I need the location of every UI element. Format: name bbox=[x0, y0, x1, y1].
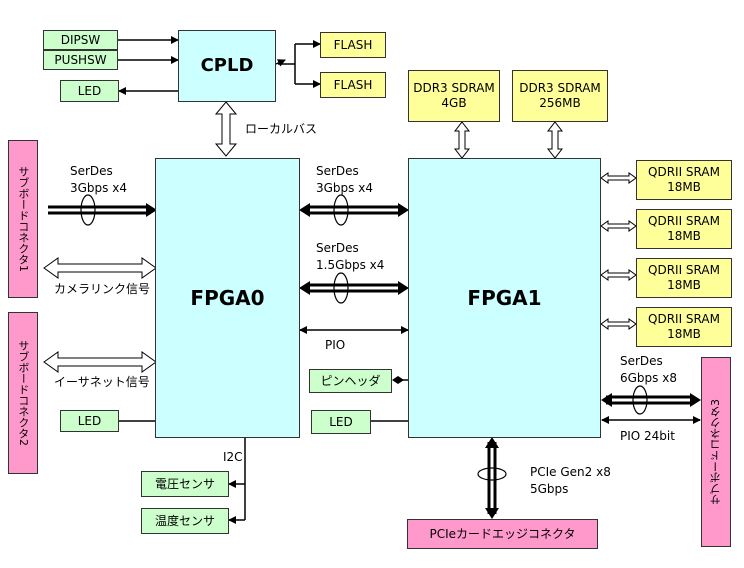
qdrii-sram-block-1: QDRII SRAM 18MB bbox=[636, 160, 732, 200]
qdrii-sram-block-4: QDRII SRAM 18MB bbox=[636, 307, 732, 347]
flash-block-1: FLASH bbox=[320, 32, 386, 58]
voltage-sensor-block: 電圧センサ bbox=[141, 471, 229, 497]
local-bus-label: ローカルバス bbox=[245, 122, 318, 136]
cpld-block: CPLD bbox=[178, 30, 276, 102]
qdrii-sram-block-2: QDRII SRAM 18MB bbox=[636, 209, 732, 249]
sub-board-connector-3: サブボードコネクタ3 bbox=[701, 357, 731, 547]
ddr3-256mb-block: DDR3 SDRAM 256MB bbox=[512, 70, 608, 122]
sub-board-connector-2: サブボードコネクタ2 bbox=[8, 312, 38, 474]
ddr3-4gb-block: DDR3 SDRAM 4GB bbox=[408, 70, 500, 122]
led-fpga0-block: LED bbox=[60, 410, 119, 432]
led-cpld-block: LED bbox=[60, 80, 119, 102]
temperature-sensor-block: 温度センサ bbox=[141, 508, 229, 534]
ethernet-label: イーサネット信号 bbox=[54, 375, 150, 389]
pcie-edge-connector-block: PCIeカードエッジコネクタ bbox=[407, 519, 598, 549]
pushsw-block: PUSHSW bbox=[43, 50, 118, 70]
fpga0-block: FPGA0 bbox=[155, 158, 300, 438]
led-fpga1-block: LED bbox=[311, 410, 371, 434]
qdrii-sram-block-3: QDRII SRAM 18MB bbox=[636, 258, 732, 298]
serdes-6gbps-label: SerDes 6Gbps x8 bbox=[620, 354, 677, 386]
dipsw-block: DIPSW bbox=[43, 30, 118, 50]
i2c-label: I2C bbox=[223, 450, 243, 464]
serdes-1-5gbps-label: SerDes 1.5Gbps x4 bbox=[316, 241, 385, 273]
pcie-gen2-label: PCIe Gen2 x8 5Gbps bbox=[530, 465, 611, 497]
sub-board-connector-1: サブボードコネクタ1 bbox=[8, 140, 38, 298]
serdes-3gbps-mid-label: SerDes 3Gbps x4 bbox=[316, 164, 373, 196]
pio-24bit-label: PIO 24bit bbox=[620, 429, 675, 443]
pin-header-block: ピンヘッダ bbox=[309, 369, 392, 393]
camera-link-label: カメラリンク信号 bbox=[54, 282, 151, 296]
flash-block-2: FLASH bbox=[320, 72, 386, 98]
fpga1-block: FPGA1 bbox=[408, 158, 601, 438]
pio-label: PIO bbox=[325, 338, 346, 352]
serdes-3gbps-left-label: SerDes 3Gbps x4 bbox=[70, 164, 127, 196]
